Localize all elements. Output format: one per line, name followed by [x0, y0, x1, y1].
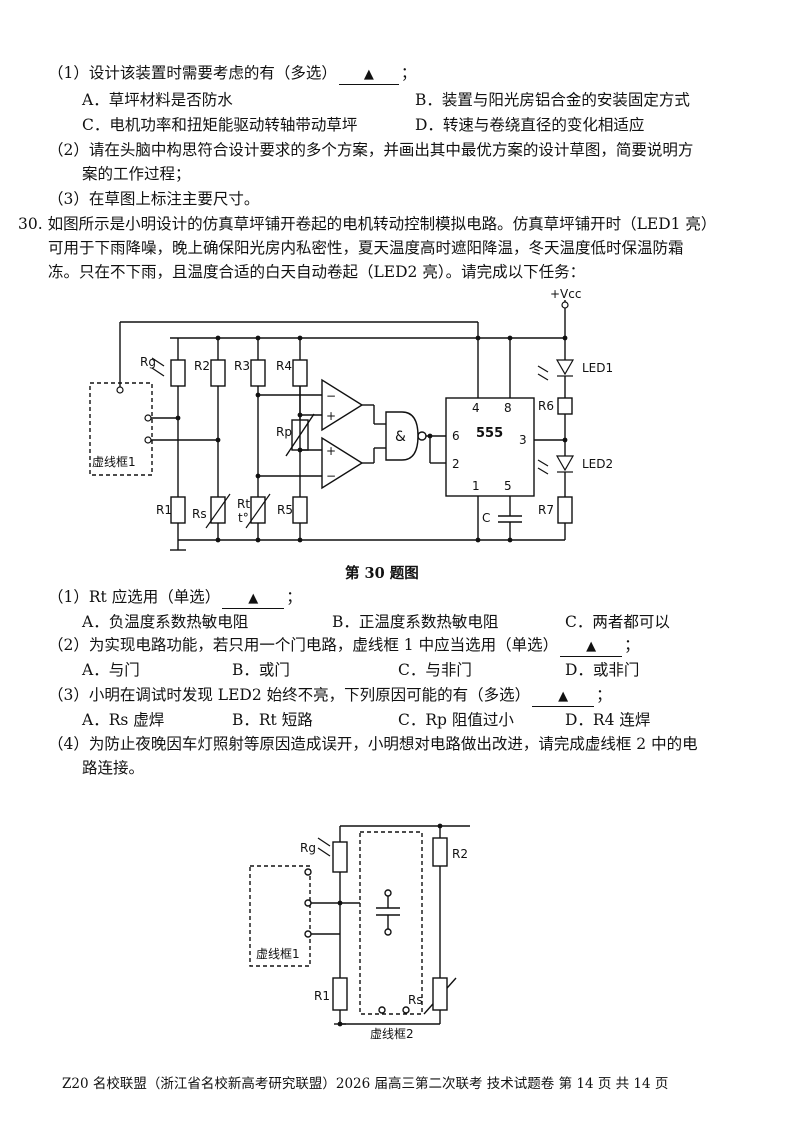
pin5-label: 5	[504, 479, 512, 493]
rg-label: Rg	[300, 841, 316, 855]
pin8-label: 8	[504, 401, 512, 415]
rg-resistor	[170, 359, 186, 387]
box1-label: 虚线框1	[256, 947, 300, 961]
option-c: C．两者都可以	[565, 613, 670, 631]
rs-label: Rs	[192, 507, 207, 521]
vcc-label: +Vcc	[550, 287, 581, 301]
pin3-label: 3	[519, 433, 527, 447]
q29-part2-line1: （2）请在头脑中构思符合设计要求的多个方案，并画出其中最优方案的设计草图，简要说…	[48, 141, 694, 159]
comp2-plus: +	[326, 444, 336, 458]
box1-label: 虚线框1	[92, 455, 136, 469]
r2-label: R2	[194, 359, 210, 373]
q30-sub1: （1）Rt 应选用（单选）▲；	[48, 586, 302, 609]
r7-label: R7	[538, 503, 554, 517]
r1-resistor	[332, 977, 348, 1011]
q30-stem-line2: 可用于下雨降噪，晚上确保阳光房内私密性，夏天温度高时遮阳降温，冬天温度低时保温防…	[48, 239, 684, 257]
and-label: &	[395, 429, 406, 445]
q29-part1: （1）设计该装置时需要考虑的有（多选）▲；	[48, 62, 416, 85]
r1-label: R1	[156, 503, 172, 517]
answer-blank: ▲	[560, 636, 623, 657]
r5-label: R5	[277, 503, 293, 517]
rg-resistor	[332, 841, 348, 873]
page-footer: Z20 名校联盟（浙江省名校新高考研究联盟）2026 届高三第二次联考 技术试题…	[62, 1076, 669, 1092]
q29-part2-line2: 案的工作过程；	[82, 165, 191, 183]
led1-label: LED1	[582, 361, 613, 375]
option-b: B．正温度系数热敏电阻	[332, 613, 499, 631]
rs-label: Rs	[408, 993, 423, 1007]
option-b: B．装置与阳光房铝合金的安装固定方式	[415, 91, 690, 109]
comp1-plus: +	[326, 409, 336, 423]
ic-label: 555	[476, 426, 503, 441]
q30-sub4-line1: （4）为防止夜晚因车灯照射等原因造成误开，小明想对电路做出改进，请完成虚线框 2…	[48, 735, 698, 753]
circuit-diagram-improvement: Rg R2 R1 Rs 虚线框1 虚线框2	[249, 823, 470, 1041]
option-a: A．与门	[82, 661, 140, 679]
pin6-label: 6	[452, 429, 460, 443]
pin4-label: 4	[472, 401, 480, 415]
option-d: D．或非门	[565, 661, 640, 679]
answer-blank: ▲	[222, 588, 285, 609]
option-d: D．转速与卷绕直径的变化相适应	[415, 116, 645, 134]
r2-resistor	[210, 359, 226, 387]
comp1-minus: −	[326, 389, 336, 403]
rp-label: Rp	[276, 425, 292, 439]
r6-label: R6	[538, 399, 554, 413]
comp2-minus: −	[326, 469, 336, 483]
pin2-label: 2	[452, 457, 460, 471]
q30-stem-line3: 冻。只在不下雨，且温度合适的白天自动卷起（LED2 亮）。请完成以下任务：	[48, 263, 586, 281]
option-c: C．Rp 阻值过小	[398, 711, 514, 729]
r3-label: R3	[234, 359, 250, 373]
figure-caption: 第 30 题图	[345, 565, 419, 582]
led2-diode	[555, 455, 575, 472]
r1-resistor	[170, 496, 186, 524]
option-c: C．与非门	[398, 661, 472, 679]
r4-resistor	[292, 359, 308, 387]
led2-label: LED2	[582, 457, 613, 471]
r5-resistor	[292, 496, 308, 524]
answer-blank: ▲	[338, 64, 399, 85]
q30-sub3: （3）小明在调试时发现 LED2 始终不亮，下列原因可能的有（多选）▲；	[48, 684, 612, 707]
rg-label: Rg	[140, 355, 156, 369]
rs-resistor	[432, 977, 448, 1011]
option-a: A．草坪材料是否防水	[82, 91, 233, 109]
q29-part3: （3）在草图上标注主要尺寸。	[48, 190, 260, 208]
q30-sub2: （2）为实现电路功能，若只用一个门电路，虚线框 1 中应当选用（单选）▲；	[48, 634, 640, 657]
led1-diode	[555, 359, 575, 376]
option-b: B．或门	[232, 661, 290, 679]
rt-label: Rt	[237, 497, 250, 511]
r6-resistor	[557, 397, 573, 415]
option-a: A．Rs 虚焊	[82, 711, 165, 729]
c-label: C	[482, 511, 490, 525]
r4-label: R4	[276, 359, 292, 373]
t-deg-label: t°	[238, 511, 249, 525]
circuit-diagram-30: +Vcc Rg R2 R3 R4 Rp R1 Rs Rt t° R5 虚线框1 …	[89, 287, 613, 551]
box2-label: 虚线框2	[370, 1027, 414, 1041]
pin1-label: 1	[472, 479, 480, 493]
option-b: B．Rt 短路	[232, 711, 313, 729]
option-d: D．R4 连焊	[565, 711, 651, 729]
answer-blank: ▲	[532, 686, 595, 707]
r3-resistor	[250, 359, 266, 387]
option-a: A．负温度系数热敏电阻	[82, 613, 249, 631]
r1-label: R1	[314, 989, 330, 1003]
option-c: C．电机功率和扭矩能驱动转轴带动草坪	[82, 116, 358, 134]
q30-sub4-line2: 路连接。	[82, 759, 145, 777]
r2-resistor	[432, 837, 448, 867]
r7-resistor	[557, 496, 573, 524]
r2-label: R2	[452, 847, 468, 861]
q30-stem-line1: 30. 如图所示是小明设计的仿真草坪铺开卷起的电机转动控制模拟电路。仿真草坪铺开…	[18, 215, 717, 233]
